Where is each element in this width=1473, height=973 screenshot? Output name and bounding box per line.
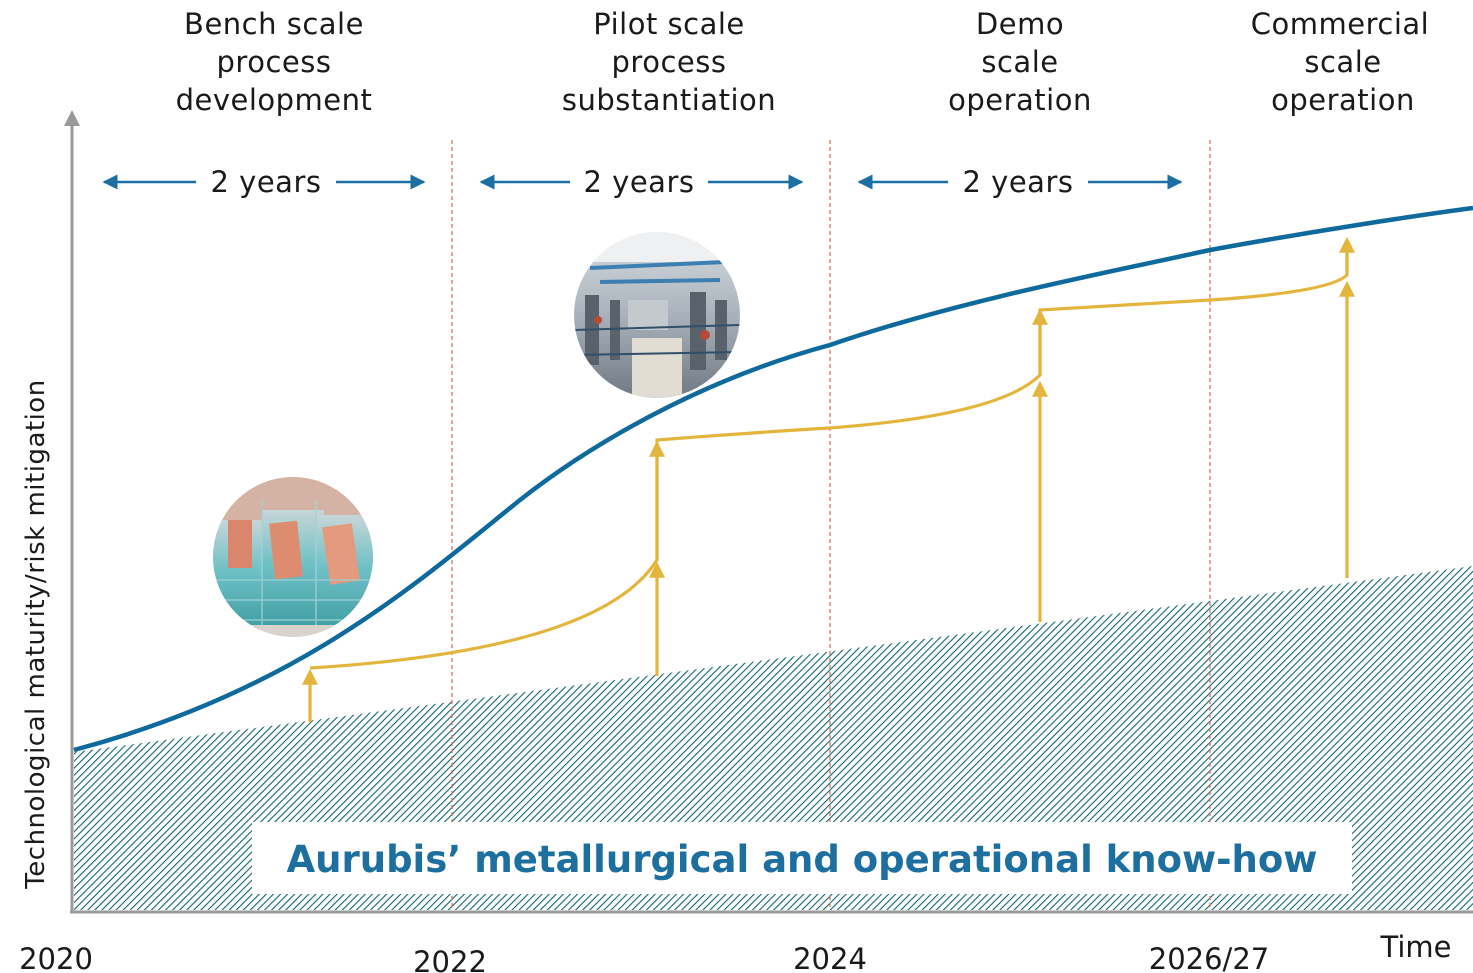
knowhow-banner-box	[252, 822, 1352, 894]
phase-heading-demo-line2: scale	[981, 45, 1058, 79]
phase-heading-demo-line1: Demo	[976, 7, 1064, 41]
duration-label-1: 2 years	[211, 165, 322, 199]
step-curve	[309, 248, 1349, 670]
x-tick-2020: 2020	[19, 942, 93, 973]
y-axis-arrowhead-icon	[64, 110, 80, 126]
phase-dividers	[451, 140, 1211, 910]
phase-heading-pilot-line2: process	[612, 45, 727, 79]
phase-heading-commercial-line2: scale	[1304, 45, 1381, 79]
electrolysis-cells-photo	[213, 477, 373, 637]
phase-heading-bench-line2: process	[217, 45, 332, 79]
y-axis-label: Technological maturity/risk mitigation	[21, 379, 51, 889]
maturity-curve	[73, 205, 1473, 753]
phase-heading-commercial-line1: Commercial	[1251, 7, 1429, 41]
phase-heading-commercial-line3: operation	[1271, 83, 1415, 117]
phase-heading-bench-line1: Bench scale	[184, 7, 364, 41]
x-tick-2024: 2024	[793, 942, 867, 973]
duration-label-3: 2 years	[963, 165, 1074, 199]
pilot-plant-photo	[574, 232, 740, 398]
phase-heading-pilot-line1: Pilot scale	[593, 7, 745, 41]
phase-heading-demo-line3: operation	[948, 83, 1092, 117]
x-tick-2026-27: 2026/27	[1149, 942, 1269, 973]
knowhow-banner-text: Aurubis’ metallurgical and operational k…	[287, 838, 1318, 881]
development-path	[302, 236, 1355, 722]
duration-label-2: 2 years	[584, 165, 695, 199]
x-axis-label: Time	[1380, 930, 1452, 964]
phase-heading-pilot-line3: substantiation	[562, 83, 776, 117]
x-tick-2022: 2022	[413, 945, 487, 973]
phase-heading-bench-line3: development	[176, 83, 373, 117]
